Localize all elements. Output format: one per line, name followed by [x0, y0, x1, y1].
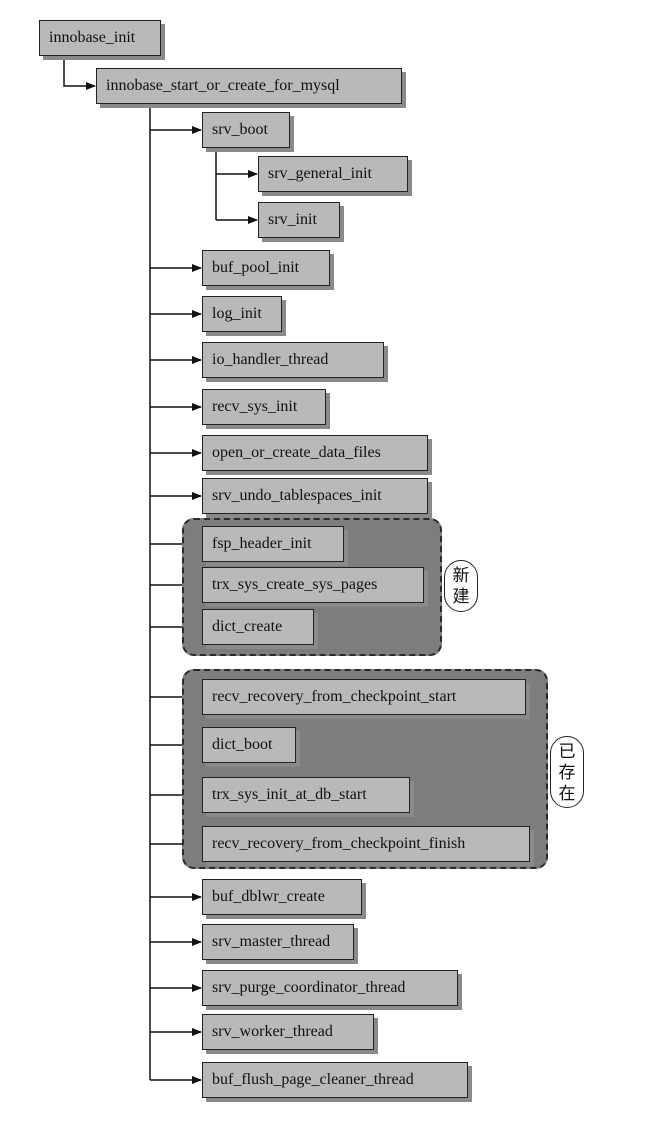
box-srv-init: srv_init: [258, 202, 340, 238]
box-srv-worker-thread: srv_worker_thread: [202, 1014, 374, 1050]
box-innobase-start-or-create-for-mysql: innobase_start_or_create_for_mysql: [96, 68, 402, 104]
box-buf-dblwr-create: buf_dblwr_create: [202, 879, 362, 915]
box-innobase-init: innobase_init: [39, 20, 161, 56]
box-recv-recovery-from-checkpoint-finish: recv_recovery_from_checkpoint_finish: [202, 826, 530, 862]
box-buf-flush-page-cleaner-thread: buf_flush_page_cleaner_thread: [202, 1062, 468, 1098]
box-srv-undo-tablespaces-init: srv_undo_tablespaces_init: [202, 478, 428, 514]
box-io-handler-thread: io_handler_thread: [202, 342, 384, 378]
box-dict-boot: dict_boot: [202, 727, 296, 763]
group-new-label: 新建: [444, 560, 478, 612]
box-open-or-create-data-files: open_or_create_data_files: [202, 435, 428, 471]
box-buf-pool-init: buf_pool_init: [202, 250, 330, 286]
connector-root-to-main: [63, 58, 96, 90]
box-srv-boot: srv_boot: [202, 112, 290, 148]
box-trx-sys-create-sys-pages: trx_sys_create_sys_pages: [202, 567, 424, 603]
box-recv-sys-init: recv_sys_init: [202, 389, 326, 425]
group-existing-label: 已存在: [550, 736, 584, 808]
box-log-init: log_init: [202, 296, 282, 332]
box-recv-recovery-from-checkpoint-start: recv_recovery_from_checkpoint_start: [202, 679, 526, 715]
box-trx-sys-init-at-db-start: trx_sys_init_at_db_start: [202, 777, 410, 813]
box-srv-purge-coordinator-thread: srv_purge_coordinator_thread: [202, 970, 458, 1006]
box-dict-create: dict_create: [202, 609, 314, 645]
box-srv-general-init: srv_general_init: [258, 156, 408, 192]
box-fsp-header-init: fsp_header_init: [202, 526, 344, 562]
box-srv-master-thread: srv_master_thread: [202, 924, 354, 960]
